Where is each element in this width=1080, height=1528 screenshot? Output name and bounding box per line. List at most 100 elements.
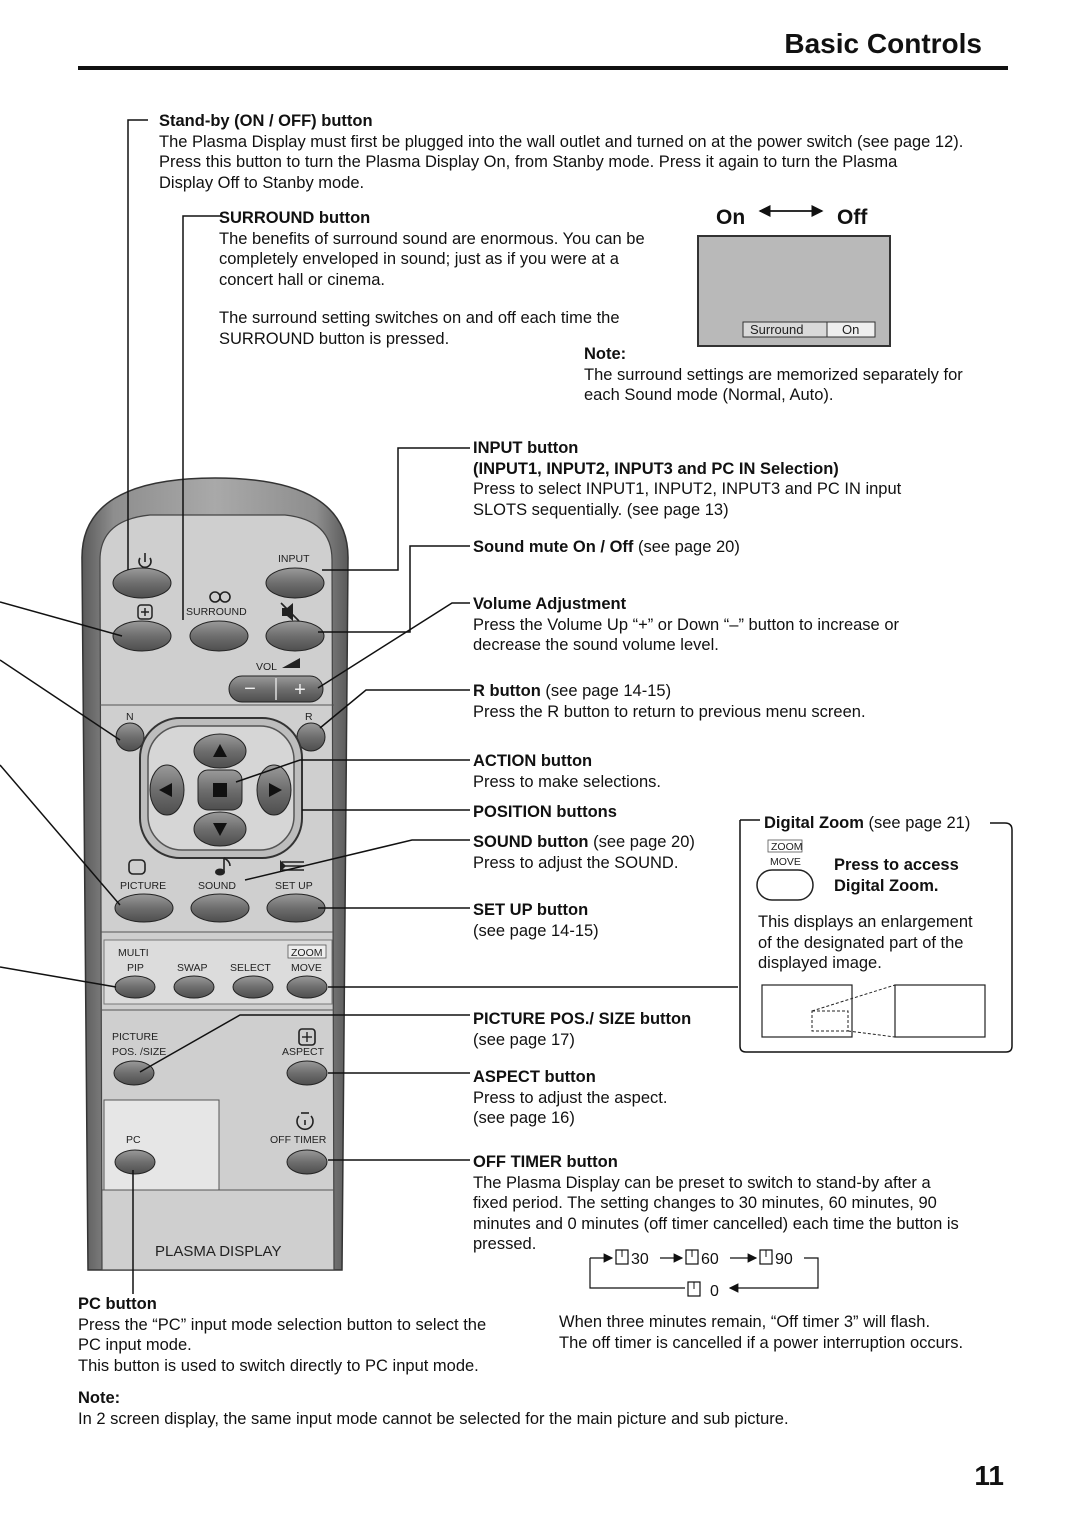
sound-line: Press to adjust the SOUND.: [473, 853, 679, 872]
select-button: [232, 975, 274, 999]
remote-setup-label: SET UP: [275, 880, 313, 892]
pc-line-1: Press the “PC” input mode selection butt…: [78, 1315, 487, 1334]
setup-line: (see page 14-15): [473, 921, 599, 940]
remote-minus: −: [244, 678, 256, 700]
sound-heading: SOUND button: [473, 833, 589, 851]
picture-icon: [128, 859, 146, 875]
remote-panel: [99, 514, 335, 1271]
surround-section: SURROUND button The benefits of surround…: [219, 208, 645, 349]
remote-brand: PLASMA DISPLAY: [155, 1243, 281, 1260]
standby-line-2: Press this button to turn the Plasma Dis…: [159, 153, 898, 171]
standby-line-3: Display Off to Stanby mode.: [159, 173, 365, 192]
input-line-1: Press to select INPUT1, INPUT2, INPUT3 a…: [473, 480, 902, 498]
remote-sound-label: SOUND: [198, 880, 236, 892]
off-timer-after-1: When three minutes remain, “Off timer 3”…: [559, 1313, 931, 1331]
input-subheading: (INPUT1, INPUT2, INPUT3 and PC IN Select…: [473, 459, 839, 478]
mute-ref: (see page 20): [633, 538, 740, 556]
pc-line-2: PC input mode.: [78, 1336, 192, 1354]
power-icon: [138, 553, 152, 569]
picture-pos-button: [113, 1060, 155, 1086]
digital-zoom-access-2: Digital Zoom.: [834, 876, 939, 895]
digital-zoom-panel: [739, 820, 1013, 1053]
volume-line-2: decrease the sound volume level.: [473, 636, 719, 654]
digital-zoom-desc-3: displayed image.: [758, 954, 882, 972]
dz-key-bottom: MOVE: [770, 856, 801, 868]
remote-move-label: MOVE: [291, 962, 322, 974]
standby-button: [112, 567, 172, 599]
digital-zoom-desc-2: of the designated part of the: [758, 933, 964, 952]
toggle-on-label: On: [716, 206, 746, 229]
pc-panel: [103, 1099, 220, 1191]
remote-n-label: N: [126, 711, 134, 723]
surround-note-heading: Note:: [584, 345, 627, 363]
zoom-preview-area: [811, 1010, 849, 1032]
volume-section: Volume Adjustment Press the Volume Up “+…: [473, 594, 899, 656]
recall-button: [112, 620, 172, 652]
bottom-note: Note: In 2 screen display, the same inpu…: [78, 1388, 789, 1429]
aspect-button: [286, 1060, 328, 1086]
pc-section: PC button Press the “PC” input mode sele…: [78, 1294, 486, 1376]
off-timer-after: When three minutes remain, “Off timer 3”…: [559, 1312, 963, 1353]
header-rule: [78, 66, 1008, 70]
off-timer-line-3: minutes and 0 minutes (off timer cancell…: [473, 1214, 959, 1233]
pip-button: [114, 975, 156, 999]
remote-swap-label: SWAP: [177, 962, 208, 974]
mute-icon: [280, 602, 300, 622]
remote-pc-label: PC: [126, 1134, 141, 1146]
zoom-move-key: [756, 869, 814, 901]
surround-note-line-1: The surround settings are memorized sepa…: [584, 365, 963, 384]
remote-r-label: R: [305, 711, 313, 723]
surround-line-3: concert hall or cinema.: [219, 270, 385, 289]
standby-section: Stand-by (ON / OFF) button The Plasma Di…: [159, 111, 963, 193]
off-timer-icon: [296, 1112, 314, 1131]
surround-line-5: SURROUND button is pressed.: [219, 329, 450, 348]
r-button-section: R button (see page 14-15) Press the R bu…: [473, 681, 866, 722]
remote-multi-label: MULTI: [118, 947, 149, 959]
picture-pos-line: (see page 17): [473, 1030, 575, 1049]
note-icon: [215, 857, 231, 876]
remote-aspect-label: ASPECT: [282, 1046, 325, 1058]
off-timer-line-2: fixed period. The setting changes to 30 …: [473, 1194, 937, 1212]
aspect-line-2: (see page 16): [473, 1109, 575, 1127]
digital-zoom-desc-1: This displays an enlargement: [758, 913, 973, 931]
standby-line-1: The Plasma Display must first be plugged…: [159, 132, 964, 151]
aspect-section: ASPECT button Press to adjust the aspect…: [473, 1067, 667, 1129]
pc-button: [114, 1149, 156, 1175]
zoom-preview-enlarged: [894, 984, 986, 1038]
remote-surround-label: SURROUND: [186, 606, 247, 618]
timer-60: 60: [701, 1251, 719, 1268]
action-line: Press to make selections.: [473, 772, 661, 791]
remote-off-timer-label: OFF TIMER: [270, 1134, 327, 1146]
toggle-off-label: Off: [837, 206, 868, 229]
aspect-heading: ASPECT button: [473, 1068, 596, 1086]
remote-select-label: SELECT: [230, 962, 271, 974]
zoom-move-button: [286, 975, 328, 999]
digital-zoom-access: Press to access Digital Zoom.: [834, 855, 959, 896]
standby-heading: Stand-by (ON / OFF) button: [159, 112, 373, 130]
timer-0: 0: [710, 1283, 719, 1300]
off-timer-after-2: The off timer is cancelled if a power in…: [559, 1333, 964, 1352]
surround-heading: SURROUND button: [219, 209, 371, 227]
surround-line-4: The surround setting switches on and off…: [219, 309, 620, 327]
off-timer-cycle: 30 60 90 0: [589, 1249, 819, 1300]
digital-zoom-ref: (see page 21): [863, 814, 971, 832]
remote-picture-pos-label-1: PICTURE: [112, 1031, 158, 1043]
surround-button: [189, 620, 249, 652]
mute-section: Sound mute On / Off (see page 20): [473, 537, 740, 558]
vol-icon: [282, 658, 300, 668]
setup-section: SET UP button (see page 14-15): [473, 900, 599, 941]
remote-input-label: INPUT: [278, 553, 310, 565]
sound-button: [190, 893, 250, 923]
recall-icon: [137, 604, 153, 620]
bottom-note-heading: Note:: [78, 1389, 121, 1407]
surround-line-2: completely enveloped in sound; just as i…: [219, 250, 619, 268]
surround-icon: [209, 591, 231, 603]
r-button-line: Press the R button to return to previous…: [473, 702, 866, 721]
timer-90: 90: [775, 1251, 793, 1268]
action-heading: ACTION button: [473, 752, 593, 770]
remote-pip-label: PIP: [127, 962, 144, 974]
swap-button: [173, 975, 215, 999]
mute-button: [265, 620, 325, 652]
volume-line-1: Press the Volume Up “+” or Down “–” butt…: [473, 615, 899, 634]
pc-heading: PC button: [78, 1295, 157, 1313]
